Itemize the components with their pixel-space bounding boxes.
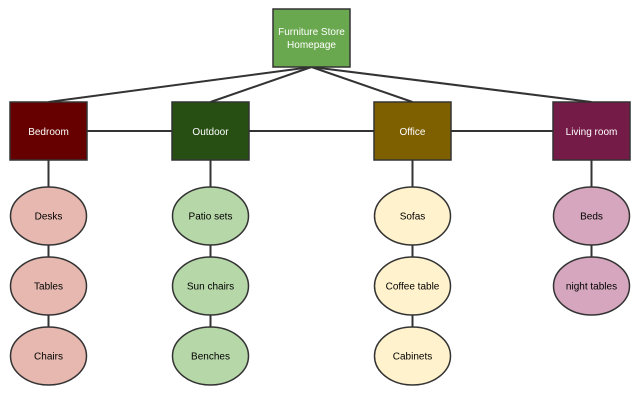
item-label: Desks bbox=[35, 212, 63, 223]
item-label: Sofas bbox=[400, 212, 426, 223]
item-label: Cabinets bbox=[393, 352, 432, 363]
root-to-category-line bbox=[210, 66, 312, 103]
item-node: night tables bbox=[552, 256, 631, 316]
category-node-bedroom: Bedroom bbox=[9, 101, 88, 161]
item-node: Cabinets bbox=[373, 326, 452, 386]
root-node: Furniture Store Homepage bbox=[272, 8, 351, 68]
connector-lines bbox=[47, 66, 593, 327]
category-label: Outdoor bbox=[192, 127, 229, 138]
item-label: Beds bbox=[580, 212, 603, 223]
root-to-category-line bbox=[311, 66, 413, 103]
item-node: Tables bbox=[9, 256, 88, 316]
item-label: night tables bbox=[566, 282, 617, 293]
item-label: Tables bbox=[34, 282, 63, 293]
item-node: Beds bbox=[552, 186, 631, 246]
item-node: Desks bbox=[9, 186, 88, 246]
item-label: Benches bbox=[191, 352, 230, 363]
item-label: Patio sets bbox=[189, 212, 233, 223]
root-to-category-line bbox=[311, 66, 592, 103]
category-label: Office bbox=[400, 127, 426, 138]
category-node-living-room: Living room bbox=[552, 101, 631, 161]
item-label: Sun chairs bbox=[187, 282, 234, 293]
item-node: Sofas bbox=[373, 186, 452, 246]
category-label: Living room bbox=[566, 127, 618, 138]
category-node-outdoor: Outdoor bbox=[171, 101, 250, 161]
item-node: Chairs bbox=[9, 326, 88, 386]
item-node: Benches bbox=[171, 326, 250, 386]
item-node: Sun chairs bbox=[171, 256, 250, 316]
category-node-office: Office bbox=[373, 101, 452, 161]
item-node: Coffee table bbox=[373, 256, 452, 316]
item-label: Coffee table bbox=[386, 282, 440, 293]
root-to-category-line bbox=[48, 66, 312, 103]
item-label: Chairs bbox=[34, 352, 63, 363]
root-label-line2: Homepage bbox=[287, 40, 336, 51]
category-label: Bedroom bbox=[28, 127, 69, 138]
root-label-line1: Furniture Store bbox=[278, 27, 345, 38]
item-node: Patio sets bbox=[171, 186, 250, 246]
